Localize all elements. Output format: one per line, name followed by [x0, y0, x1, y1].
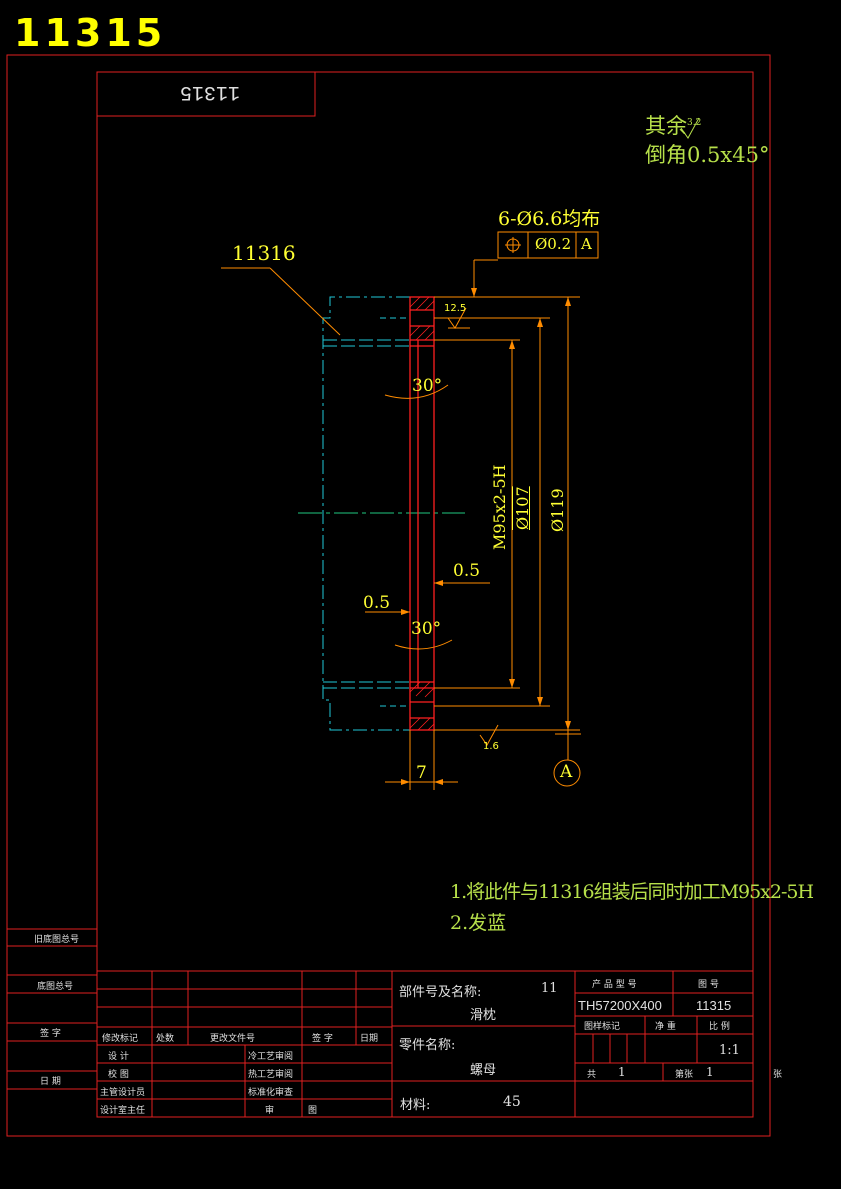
total-value: 1 — [618, 1065, 626, 1079]
material-label: 材料: — [400, 1098, 431, 1113]
left-label-old-drawing-no: 旧底图总号 — [34, 935, 80, 945]
datum-label: A — [560, 762, 573, 782]
hole-pattern-callout: 6-Ø6.6均布 — [498, 208, 601, 230]
note-rest-label: 其余 — [645, 114, 687, 138]
chamfer-angle-bottom: 30° — [411, 619, 442, 639]
sign-chief-designer: 主管设计员 — [100, 1088, 146, 1098]
sign-drawing: 图 — [308, 1106, 318, 1116]
roughness-12-5-label: 12.5 — [444, 303, 467, 314]
roughness-symbol-12-5 — [447, 307, 467, 329]
tolerance-frame — [497, 231, 599, 259]
product-model: TH57200X400 — [578, 998, 662, 1013]
part-name-label: 零件名称: — [399, 1038, 456, 1053]
part-name: 螺母 — [470, 1063, 497, 1078]
sign-cold-process: 冷工艺审阅 — [248, 1052, 294, 1062]
sign-design: 设 计 — [108, 1052, 129, 1062]
reference-part-number: 11316 — [232, 241, 296, 265]
title-block-grid — [97, 970, 753, 1117]
left-label-signature: 签 字 — [40, 1029, 61, 1039]
component-number: 11 — [541, 981, 558, 996]
inner-border — [96, 71, 754, 1118]
material-value: 45 — [503, 1094, 521, 1110]
sign-review: 审 — [265, 1106, 275, 1116]
diameter-107-dimension: Ø107 — [513, 486, 532, 530]
offset-right-dimension: 0.5 — [453, 561, 481, 581]
component-name: 滑枕 — [470, 1008, 497, 1023]
datum-circle — [553, 759, 581, 787]
dimension-arrows — [401, 288, 571, 785]
thread-dimension: M95x2-5H — [490, 464, 509, 550]
outer-border — [6, 54, 771, 1137]
note-roughness-value: 3.2 — [687, 118, 702, 128]
sign-office-head: 设计室主任 — [100, 1106, 146, 1116]
diameter-119-dimension: Ø119 — [548, 488, 567, 532]
scale-value: 1:1 — [719, 1043, 740, 1058]
product-model-label: 产 品 型 号 — [592, 980, 637, 990]
chamfer-angle-top: 30° — [412, 376, 443, 396]
rev-header-mark: 修改标记 — [102, 1034, 139, 1044]
sheet-value: 1 — [706, 1065, 714, 1079]
general-roughness-note: 其余3.2 — [645, 110, 701, 140]
offset-left-dimension: 0.5 — [363, 593, 391, 613]
chamfer-note: 倒角0.5x45° — [645, 143, 770, 167]
roughness-symbol-general — [680, 117, 700, 139]
roughness-symbol-1-6 — [479, 724, 499, 746]
rev-header-sign: 签 字 — [312, 1034, 333, 1044]
section-hatch — [409, 296, 435, 731]
mirrored-drawing-code: 11315 — [180, 80, 241, 103]
total-label: 共 — [587, 1070, 597, 1080]
roughness-1-6-label: 1.6 — [483, 741, 499, 752]
sign-standardization: 标准化审查 — [248, 1088, 294, 1098]
rev-header-date: 日期 — [360, 1034, 379, 1044]
sign-check: 校 图 — [108, 1070, 129, 1080]
left-column-grid — [7, 928, 97, 1090]
mirrored-code-box — [96, 71, 316, 117]
weight-label: 净 重 — [655, 1022, 676, 1032]
drawing-no-label: 图 号 — [698, 980, 719, 990]
drawing-number-title: 11315 — [14, 11, 167, 55]
tech-note-1: 1.将此件与11316组装后同时加工M95x2-5H — [450, 881, 814, 903]
left-label-drawing-no: 底图总号 — [37, 982, 74, 992]
drawing-mark-label: 图样标记 — [584, 1022, 621, 1032]
tolerance-datum: A — [581, 235, 592, 253]
reference-part-outline — [322, 296, 410, 731]
sign-heat-process: 热工艺审阅 — [248, 1070, 294, 1080]
component-label: 部件号及名称: — [399, 985, 482, 1000]
tolerance-value: Ø0.2 — [535, 235, 572, 253]
dimension-lines — [221, 259, 581, 790]
rev-header-count: 处数 — [156, 1034, 175, 1044]
scale-label: 比 例 — [709, 1022, 730, 1032]
drawing-number: 11315 — [696, 998, 732, 1013]
sheet-unit: 张 — [773, 1070, 783, 1080]
width-dimension: 7 — [416, 763, 427, 783]
tech-note-2: 2.发蓝 — [450, 912, 507, 934]
rev-header-file: 更改文件号 — [210, 1034, 256, 1044]
left-label-date: 日 期 — [40, 1077, 61, 1087]
sheet-label: 第张 — [675, 1070, 694, 1080]
